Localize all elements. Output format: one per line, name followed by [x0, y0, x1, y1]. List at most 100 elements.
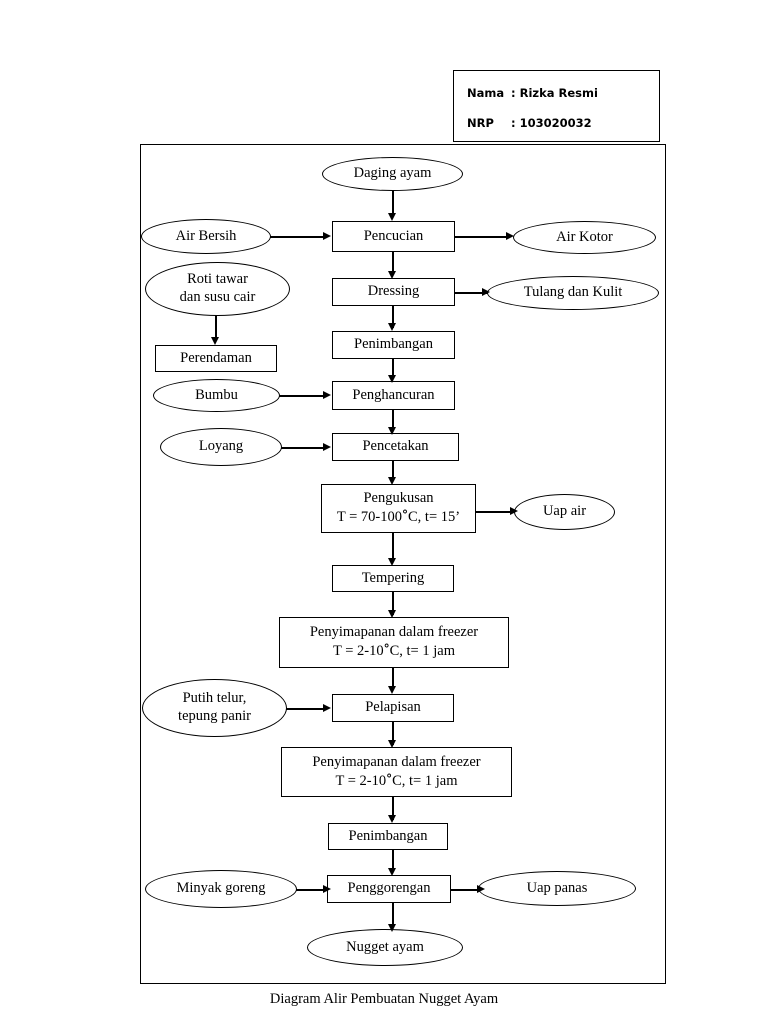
connector-roti-tawar-to-perendaman: [215, 315, 217, 340]
connector-dressing-to-tulang-kulit: [455, 292, 489, 294]
node-bumbu[interactable]: Bumbu: [153, 379, 280, 412]
arrowhead-down-freezer-1: [388, 610, 396, 618]
arrowhead-down-penggorengan: [388, 868, 396, 876]
arrowhead-down-freezer-2: [388, 740, 396, 748]
connector-penggorengan-to-nugget-ayam: [392, 903, 394, 928]
node-label-penimbangan-2: Penimbangan: [348, 827, 428, 844]
node-label-air-kotor: Air Kotor: [556, 228, 613, 245]
node-perendaman[interactable]: Perendaman: [155, 345, 277, 372]
node-label-pengukusan-line1: Pengukusan: [363, 490, 434, 507]
arrowhead-down-tempering: [388, 558, 396, 566]
node-putih-telur-tepung-panir[interactable]: Putih telur, tepung panir: [142, 679, 287, 737]
connector-pelapisan-to-freezer-2: [392, 722, 394, 745]
node-label-pelapisan: Pelapisan: [365, 699, 421, 716]
node-label-loyang: Loyang: [198, 438, 244, 455]
node-dressing[interactable]: Dressing: [332, 278, 455, 306]
node-minyak-goreng[interactable]: Minyak goreng: [145, 870, 297, 908]
arrowhead-right-pencetakan: [323, 443, 331, 451]
node-freezer-1[interactable]: Penyimapanan dalam freezer T = 2-10°C, t…: [279, 617, 509, 668]
node-pencucian[interactable]: Pencucian: [332, 221, 455, 252]
node-uap-panas[interactable]: Uap panas: [478, 871, 636, 906]
identity-nrp-value: : 103020032: [511, 116, 592, 130]
node-label-minyak-goreng: Minyak goreng: [176, 880, 266, 897]
diagram-caption: Diagram Alir Pembuatan Nugget Ayam: [269, 991, 499, 1007]
arrowhead-down-pencucian: [388, 213, 396, 221]
connector-loyang-to-pencetakan: [278, 447, 327, 449]
pengukusan-temp-prefix: T = 70-100: [336, 509, 402, 525]
identity-name-label: Nama: [467, 86, 505, 100]
node-label-tulang-dan-kulit: Tulang dan Kulit: [523, 284, 623, 301]
node-tempering[interactable]: Tempering: [332, 565, 454, 592]
node-label-putih-telur-line2: tepung panir: [178, 708, 251, 724]
node-label-uap-air: Uap air: [542, 503, 587, 520]
arrowhead-down-pengukusan: [388, 477, 396, 485]
node-label-tempering: Tempering: [361, 569, 425, 586]
node-label-penghancuran: Penghancuran: [352, 386, 435, 403]
node-label-pencucian: Pencucian: [363, 227, 424, 244]
connector-penghancuran-to-pencetakan: [392, 410, 394, 431]
identity-header-box: Nama : Rizka Resmi NRP : 103020032: [453, 70, 660, 142]
arrowhead-down-penimbangan-2: [388, 815, 396, 823]
node-pengukusan[interactable]: Pengukusan T = 70-100°C, t= 15’: [321, 484, 476, 533]
arrowhead-right-penghancuran: [323, 391, 331, 399]
node-label-penimbangan-1: Penimbangan: [354, 336, 433, 353]
degree-symbol-icon: °: [386, 771, 393, 786]
node-label-dressing: Dressing: [367, 283, 420, 300]
node-nugget-ayam[interactable]: Nugget ayam: [307, 929, 463, 966]
node-uap-air[interactable]: Uap air: [514, 494, 615, 530]
node-label-freezer-2-line1: Penyimapanan dalam freezer: [312, 753, 481, 770]
arrowhead-down-nugget-ayam: [388, 924, 396, 932]
node-penghancuran[interactable]: Penghancuran: [332, 381, 455, 410]
connector-daging-ayam-to-pencucian: [392, 190, 394, 216]
node-label-perendaman: Perendaman: [180, 349, 252, 366]
connector-pencucian-to-air-kotor: [455, 236, 510, 238]
degree-symbol-icon: °: [383, 642, 390, 656]
connector-dressing-to-penimbangan: [392, 305, 394, 328]
node-penimbangan-1[interactable]: Penimbangan: [332, 331, 455, 359]
connector-putih-telur-to-pelapisan: [281, 708, 327, 710]
pengukusan-temp-suffix: C, t= 15’: [408, 509, 461, 525]
freezer-2-temp-prefix: T = 2-10: [335, 772, 387, 789]
node-label-nugget-ayam: Nugget ayam: [346, 938, 424, 955]
diagram-frame: [140, 144, 666, 984]
connector-pengukusan-to-uap-air: [476, 511, 516, 513]
node-label-pencetakan: Pencetakan: [362, 438, 429, 455]
node-roti-tawar-dan-susu-cair[interactable]: Roti tawar dan susu cair: [145, 262, 290, 316]
node-air-bersih[interactable]: Air Bersih: [141, 219, 271, 254]
connector-penimbangan-to-penghancuran: [392, 358, 394, 379]
node-pelapisan[interactable]: Pelapisan: [332, 694, 454, 722]
node-penggorengan[interactable]: Penggorengan: [327, 875, 451, 903]
arrowhead-right-tulang-kulit: [482, 288, 490, 296]
connector-pencucian-to-dressing: [392, 252, 394, 274]
identity-nrp-row: NRP : 103020032: [467, 116, 592, 130]
freezer-2-temp-suffix: C, t= 1 jam: [392, 772, 458, 789]
node-label-roti-tawar-line1: Roti tawar: [187, 271, 248, 288]
node-penimbangan-2[interactable]: Penimbangan: [328, 823, 448, 850]
node-freezer-2[interactable]: Penyimapanan dalam freezer T = 2-10°C, t…: [281, 747, 512, 797]
node-label-bumbu: Bumbu: [195, 386, 238, 403]
connector-penimbangan-2-to-penggorengan: [392, 850, 394, 872]
arrowhead-right-pelapisan: [323, 704, 331, 712]
node-label-daging-ayam: Daging ayam: [353, 165, 432, 182]
node-label-penggorengan: Penggorengan: [347, 880, 431, 897]
node-label-freezer-2-line2: T = 2-10°C, t= 1 jam: [336, 772, 458, 791]
node-daging-ayam[interactable]: Daging ayam: [322, 157, 463, 191]
node-tulang-dan-kulit[interactable]: Tulang dan Kulit: [487, 276, 659, 310]
arrowhead-down-perendaman: [211, 337, 219, 345]
node-air-kotor[interactable]: Air Kotor: [513, 221, 656, 254]
node-label-uap-panas: Uap panas: [526, 879, 588, 896]
arrowhead-right-uap-air: [510, 507, 518, 515]
identity-nrp-label: NRP: [467, 116, 494, 130]
freezer-1-temp-suffix: C, t= 1 jam: [389, 643, 455, 659]
connector-air-bersih-to-pencucian: [270, 236, 326, 238]
identity-name-row: Nama : Rizka Resmi: [467, 86, 598, 100]
arrowhead-down-pencetakan: [388, 427, 396, 435]
arrowhead-down-dressing: [388, 271, 396, 279]
connector-pencetakan-to-pengukusan: [392, 461, 394, 481]
arrowhead-down-penimbangan-1: [388, 323, 396, 331]
arrowhead-right-air-kotor: [506, 232, 514, 240]
identity-name-value: : Rizka Resmi: [511, 86, 598, 100]
node-loyang[interactable]: Loyang: [160, 428, 282, 466]
node-pencetakan[interactable]: Pencetakan: [332, 433, 459, 461]
connector-freezer-1-to-pelapisan: [392, 668, 394, 690]
